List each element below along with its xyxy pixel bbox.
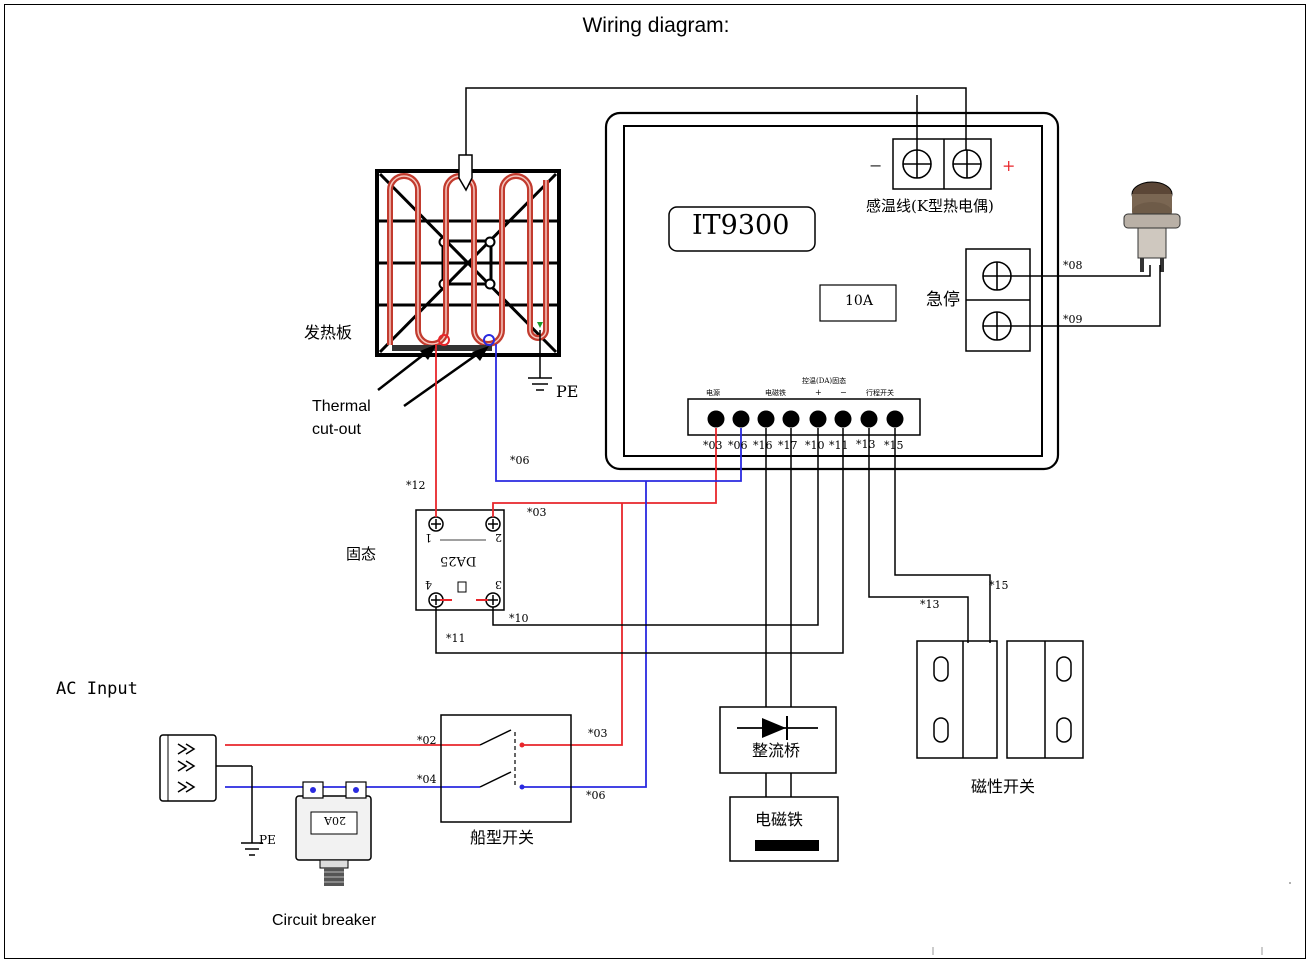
wire-label: *03 <box>588 727 608 740</box>
wire-label: *11 <box>446 632 466 645</box>
diode-icon <box>762 718 786 738</box>
terminal-number: *11 <box>829 439 849 452</box>
wire-label: *08 <box>1063 259 1083 272</box>
model-box <box>668 206 816 252</box>
terminal-strip <box>687 398 921 436</box>
wire-label: *12 <box>406 479 426 492</box>
sensor-minus: − <box>869 156 883 175</box>
terminal-group-ssr: 控温(DA)固态 <box>802 377 847 385</box>
ground-icon <box>241 842 263 856</box>
ac-input-label: AC Input <box>56 679 138 699</box>
terminal-polarity-plus: + <box>815 388 822 397</box>
ssr-pin-1: 1 <box>425 531 432 544</box>
circuit-breaker-label: Circuit breaker <box>272 912 377 929</box>
ac-pe-label: PE <box>259 833 276 847</box>
terminal-polarity-minus: − <box>840 388 847 397</box>
circuit-breaker <box>295 781 372 886</box>
ssr-pin-2: 2 <box>495 531 502 544</box>
thermal-cutout-pointer <box>377 344 489 408</box>
thermal-cutout-strip <box>392 345 492 351</box>
ssr-model: DA25 <box>440 553 477 568</box>
terminal-number: *06 <box>728 439 748 452</box>
wire-label: *10 <box>509 612 529 625</box>
wire-label: *06 <box>586 789 606 802</box>
heater-label: 发热板 <box>304 323 353 342</box>
sensor-wire-label: 感温线(K型热电偶) <box>866 197 994 215</box>
terminal-group-power: 电源 <box>706 389 720 397</box>
solid-state-relay <box>415 509 505 611</box>
ac-input-plug <box>159 734 263 856</box>
screw-terminal-icon <box>952 149 982 179</box>
screw-terminal-icon <box>902 149 932 179</box>
wire-label: *03 <box>527 506 547 519</box>
controller-model: IT9300 <box>692 210 790 241</box>
terminal-group-limit: 行程开关 <box>866 389 894 397</box>
screw-terminal-icon <box>982 311 1012 341</box>
magnetic-switch-label: 磁性开关 <box>971 777 1036 796</box>
terminal-number: *16 <box>753 439 773 452</box>
terminal-number: *17 <box>778 439 798 452</box>
heater-pe-label: PE <box>556 382 579 401</box>
electromagnet-label: 电磁铁 <box>755 810 804 829</box>
diagram-title: Wiring diagram: <box>582 14 730 37</box>
thermal-cutout-label-line1: Thermal <box>312 398 371 415</box>
circuit-breaker-rating: 20A <box>324 814 346 827</box>
screw-terminal-icon <box>982 261 1012 291</box>
controller-unit <box>604 111 1060 471</box>
ssr-label: 固态 <box>346 545 377 563</box>
terminal-number: *15 <box>884 439 904 452</box>
sensor-plus: + <box>1002 156 1016 175</box>
magnetic-switch <box>916 640 1084 759</box>
electromagnet <box>729 796 839 862</box>
boat-switch-label: 船型开关 <box>470 828 535 847</box>
terminal-number: *03 <box>703 439 723 452</box>
wire-label: *04 <box>417 773 437 786</box>
emergency-stop-button-icon <box>1123 181 1181 272</box>
rectifier-bridge <box>719 706 837 774</box>
terminal-number: *10 <box>805 439 825 452</box>
current-box <box>819 284 897 322</box>
sensor-terminal-block <box>892 138 992 190</box>
terminal-number: *13 <box>856 438 876 451</box>
wire-label: *09 <box>1063 313 1083 326</box>
rectifier-label: 整流桥 <box>752 741 801 760</box>
ground-icon <box>528 330 552 391</box>
thermal-cutout-label-line2: cut-out <box>312 421 361 438</box>
ssr-pin-4: 4 <box>425 578 432 591</box>
boat-switch <box>440 714 572 823</box>
wire-label: *02 <box>417 734 437 747</box>
heater-plate <box>375 154 561 357</box>
wire-label: *06 <box>510 454 530 467</box>
estop-label: 急停 <box>926 290 960 310</box>
wire-label: *13 <box>920 598 940 611</box>
terminal-group-magnet: 电磁铁 <box>765 389 786 397</box>
ssr-pin-3: 3 <box>495 578 502 591</box>
wire-label: *15 <box>989 579 1009 592</box>
controller-current-rating: 10A <box>845 293 873 309</box>
